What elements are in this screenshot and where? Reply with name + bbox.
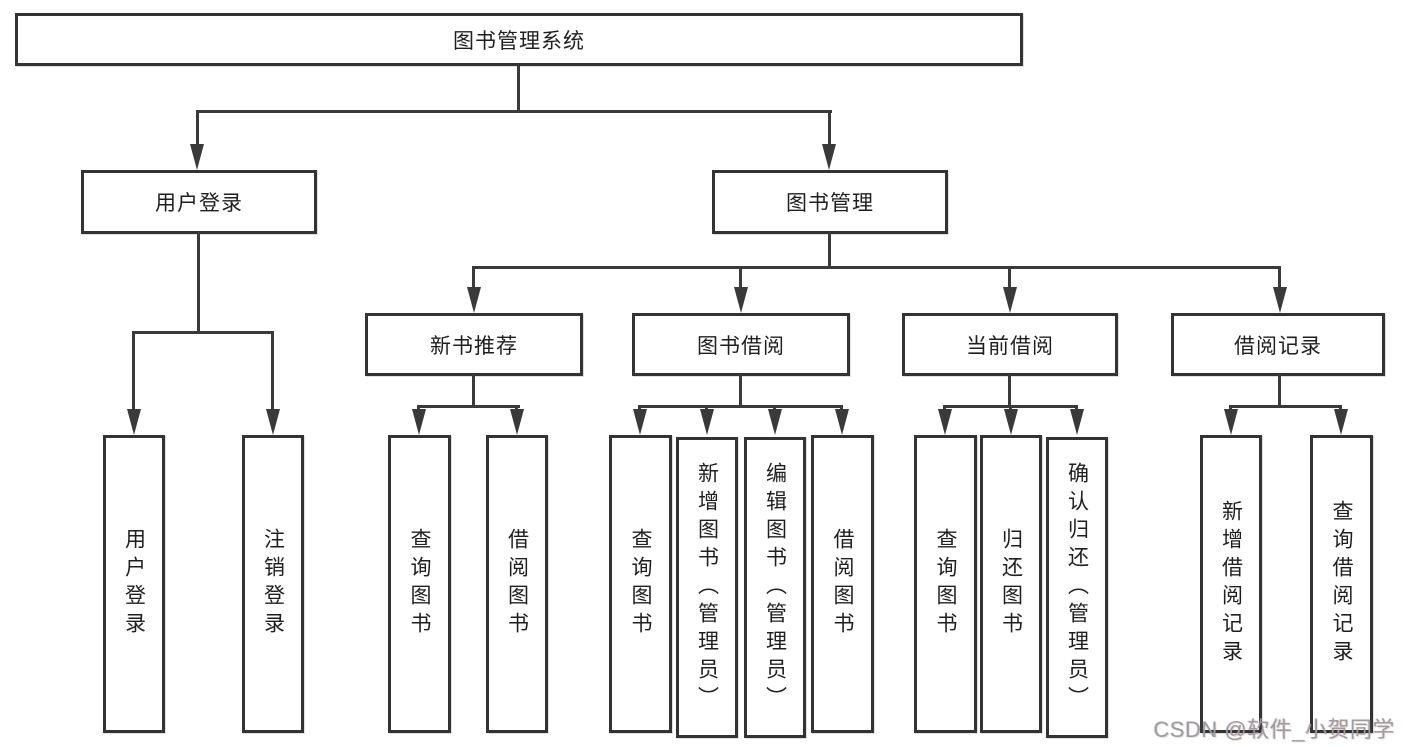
arrowhead-down-icon (266, 409, 280, 435)
node-label: 编辑图书（管理员） (763, 461, 787, 714)
node-label: 图书管理 (786, 192, 874, 215)
arrowhead-down-icon (412, 409, 426, 435)
node-label: 查询图书 (629, 528, 653, 640)
arrowhead-down-icon (1070, 409, 1084, 435)
connector-line (132, 331, 274, 334)
connector-line (1229, 405, 1342, 408)
node-new-book-recommendation: 新书推荐 (365, 313, 583, 376)
connector-line (828, 232, 831, 269)
connector-line (472, 266, 475, 289)
connector-line (638, 405, 843, 408)
node-label: 图书借阅 (697, 334, 785, 358)
node-label: 借阅图书 (505, 528, 529, 640)
node-current-borrowing: 当前借阅 (902, 313, 1118, 376)
arrowhead-down-icon (1224, 409, 1238, 435)
leaf-confirm-return-admin: 确认归还（管理员） (1046, 437, 1108, 738)
leaf-borrow-books-1: 借阅图书 (486, 435, 548, 733)
leaf-edit-book-admin: 编辑图书（管理员） (744, 437, 806, 738)
node-label: 注销登录 (261, 528, 285, 640)
node-label: 确认归还（管理员） (1065, 461, 1089, 714)
arrowhead-down-icon (938, 409, 952, 435)
connector-line (1278, 266, 1281, 289)
connector-line (517, 66, 520, 113)
leaf-search-borrowing-record: 查询借阅记录 (1310, 435, 1373, 733)
node-label: 图书管理系统 (453, 29, 585, 53)
node-label: 用户登录 (122, 528, 146, 640)
connector-line (472, 374, 475, 407)
node-book-borrowing: 图书借阅 (632, 313, 850, 376)
connector-line (828, 110, 831, 146)
arrowhead-down-icon (190, 144, 204, 170)
node-label: 归还图书 (999, 528, 1023, 640)
connector-line (197, 232, 200, 333)
connector-line (739, 374, 742, 407)
arrowhead-down-icon (127, 409, 141, 435)
leaf-logout: 注销登录 (242, 435, 304, 733)
leaf-search-books-2: 查询图书 (609, 435, 672, 733)
arrowhead-down-icon (734, 287, 748, 313)
arrowhead-down-icon (700, 409, 714, 435)
leaf-search-books-3: 查询图书 (914, 435, 977, 733)
arrowhead-down-icon (467, 287, 481, 313)
arrowhead-down-icon (835, 409, 849, 435)
arrowhead-down-icon (1004, 409, 1018, 435)
leaf-return-book: 归还图书 (980, 435, 1042, 733)
leaf-borrow-books-2: 借阅图书 (811, 435, 874, 733)
arrowhead-down-icon (1003, 287, 1017, 313)
node-label: 借阅图书 (831, 528, 855, 640)
arrowhead-down-icon (1334, 409, 1348, 435)
connector-line (417, 405, 520, 408)
node-label: 查询借阅记录 (1330, 500, 1354, 668)
node-label: 查询图书 (934, 528, 958, 640)
leaf-user-login: 用户登录 (103, 435, 165, 733)
connector-line (1008, 374, 1011, 407)
arrowhead-down-icon (1273, 287, 1287, 313)
node-user-login: 用户登录 (81, 170, 317, 234)
node-label: 用户登录 (155, 192, 243, 215)
connector-line (271, 331, 274, 411)
leaf-add-book-admin: 新增图书（管理员） (676, 437, 738, 738)
node-label: 借阅记录 (1234, 334, 1322, 358)
leaf-add-borrowing-record: 新增借阅记录 (1200, 435, 1262, 733)
node-label: 当前借阅 (966, 334, 1054, 358)
arrowhead-down-icon (768, 409, 782, 435)
connector-line (739, 266, 742, 289)
node-book-management: 图书管理 (712, 170, 948, 234)
arrowhead-down-icon (510, 409, 524, 435)
arrowhead-down-icon (633, 409, 647, 435)
node-library-management-system: 图书管理系统 (15, 13, 1023, 66)
connector-line (196, 110, 832, 113)
node-label: 新增图书（管理员） (695, 461, 719, 714)
arrowhead-down-icon (822, 144, 836, 170)
node-label: 查询图书 (408, 528, 432, 640)
connector-line (1008, 266, 1011, 289)
connector-line (472, 266, 1281, 269)
connector-line (1278, 374, 1281, 407)
node-label: 新增借阅记录 (1219, 500, 1243, 668)
leaf-search-books-1: 查询图书 (388, 435, 451, 733)
connector-line (132, 331, 135, 411)
connector-line (196, 110, 199, 146)
node-borrowing-records: 借阅记录 (1171, 313, 1385, 376)
node-label: 新书推荐 (430, 334, 518, 358)
csdn-watermark: CSDN @软件_小贺同学 (1153, 717, 1395, 742)
